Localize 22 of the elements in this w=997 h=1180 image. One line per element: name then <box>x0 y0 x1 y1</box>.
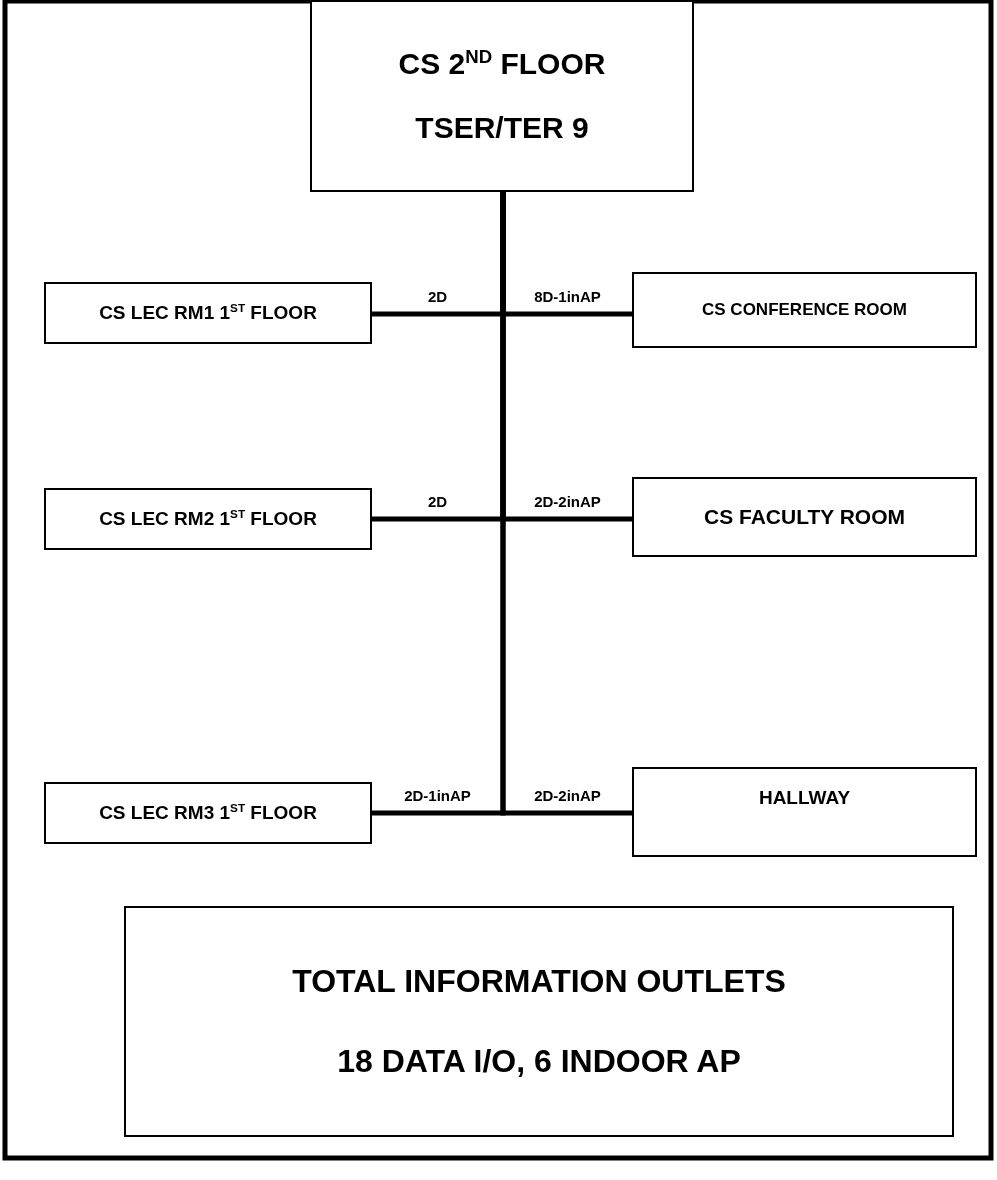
room-box <box>44 282 372 344</box>
room-box <box>632 767 977 857</box>
node-label: CS FACULTY ROOM <box>703 505 906 529</box>
node-label: TSER/TER 9 <box>415 111 589 146</box>
edge-label: 2D-1inAP <box>402 787 473 804</box>
room-box <box>632 272 977 348</box>
node-label: CS LEC RM2 1$^{ST}$ FLOOR <box>99 508 317 530</box>
edge-label: 2D-2inAP <box>532 493 603 510</box>
node-label: CS LEC RM3 1$^{ST}$ FLOOR <box>99 802 317 824</box>
room-box <box>44 782 372 844</box>
node-label: CS CONFERENCE ROOM <box>702 300 907 320</box>
wiring-closet-box <box>310 0 694 192</box>
edge-label: 8D-1inAP <box>532 288 603 305</box>
room-box <box>44 488 372 550</box>
summary-box <box>124 906 954 1137</box>
node-label: CS LEC RM1 1$^{ST}$ FLOOR <box>99 302 317 324</box>
node-label: CS 2$^{ND}$ FLOOR <box>398 46 606 81</box>
node-label: HALLWAY <box>758 787 851 809</box>
node-label: TOTAL INFORMATION OUTLETS <box>292 963 786 1000</box>
room-box <box>632 477 977 557</box>
node-label: 18 DATA I/O, 6 INDOOR AP <box>337 1043 741 1080</box>
edge-label: 2D-2inAP <box>532 787 603 804</box>
